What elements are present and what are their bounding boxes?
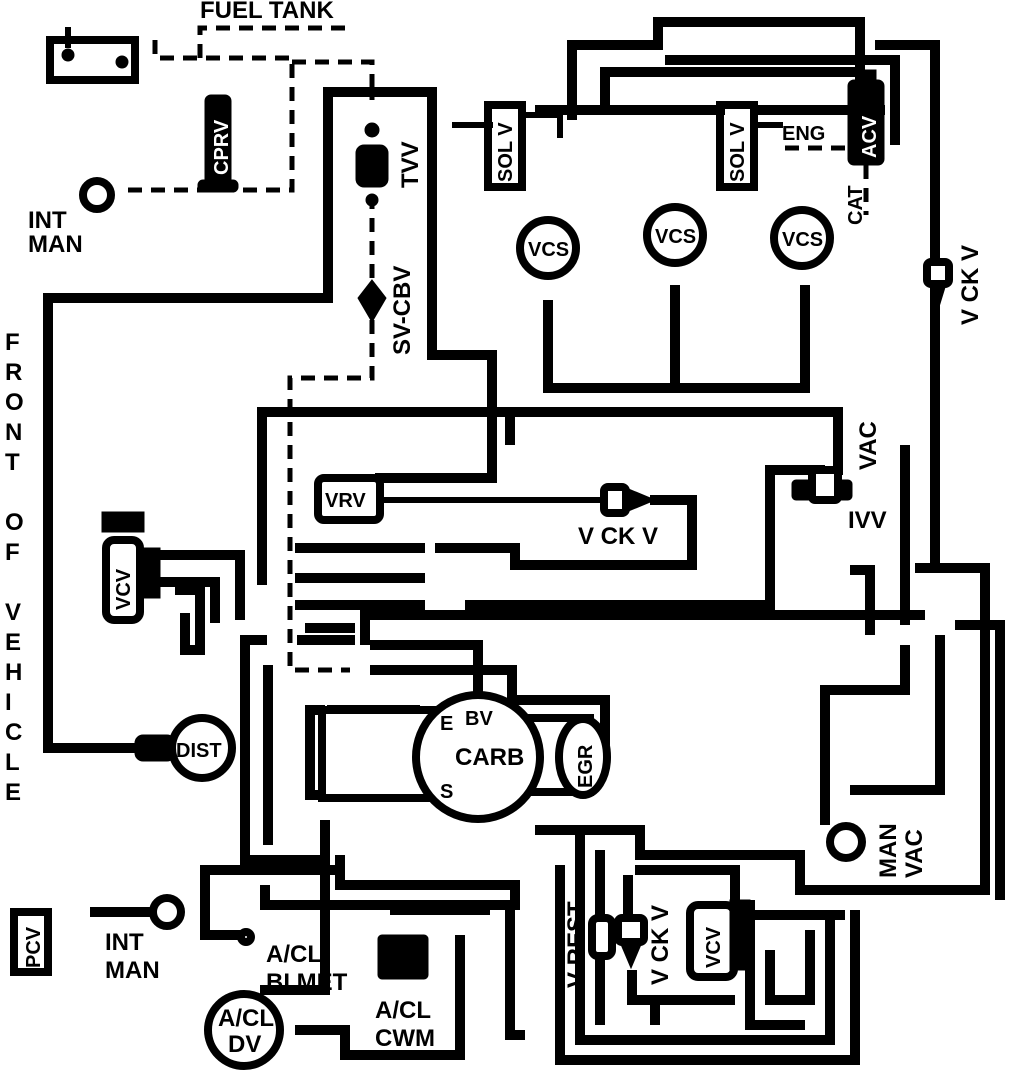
label-acl-bimet-1: A/CL bbox=[266, 941, 322, 968]
fuel-tank-bracket bbox=[46, 27, 139, 84]
label-vcs-3: VCS bbox=[782, 229, 823, 251]
distributor bbox=[134, 714, 236, 782]
label-v-ck-v-mid: V CK V bbox=[578, 523, 658, 550]
int-man-port-bottom bbox=[149, 894, 185, 930]
acl-cwm bbox=[377, 934, 429, 980]
label-ivv: IVV bbox=[848, 507, 887, 534]
svg-text:O: O bbox=[5, 509, 24, 536]
v-ck-v-right-valve bbox=[923, 258, 953, 312]
v-ck-v-bottom-valve bbox=[614, 914, 648, 970]
label-acl-dv-2: DV bbox=[228, 1031, 261, 1058]
pcv-valve bbox=[10, 908, 52, 976]
label-tvv: TVV bbox=[397, 141, 424, 188]
label-pcv: PCV bbox=[23, 926, 45, 968]
label-vcv-bottom: VCV bbox=[703, 926, 725, 968]
acl-bimet-sensor bbox=[237, 928, 255, 946]
svg-text:N: N bbox=[5, 419, 22, 446]
label-int-man-bottom-2: MAN bbox=[105, 957, 160, 984]
label-int-man-top-1: INT bbox=[28, 207, 67, 234]
vcs-sensor-1 bbox=[516, 216, 580, 280]
label-dist: DIST bbox=[176, 740, 222, 762]
vcs-sensor-3 bbox=[770, 206, 834, 270]
acl-dv bbox=[204, 990, 284, 1070]
label-man-vac-2: VAC bbox=[901, 829, 928, 878]
cprv-valve bbox=[197, 94, 239, 193]
label-carb: CARB bbox=[455, 744, 524, 771]
svg-text:T: T bbox=[5, 449, 20, 476]
label-sv-cbv: SV-CBV bbox=[389, 266, 416, 355]
label-v-ck-v-right: V CK V bbox=[957, 245, 984, 325]
int-man-port-top bbox=[79, 177, 115, 213]
label-int-man-bottom-1: INT bbox=[105, 929, 144, 956]
label-vcv-left: VCV bbox=[113, 568, 135, 610]
svg-text:F: F bbox=[5, 539, 20, 566]
egr-valve bbox=[555, 715, 611, 799]
svg-text:C: C bbox=[5, 719, 22, 746]
label-carb-s: S bbox=[440, 781, 453, 803]
v-ck-v-mid-valve bbox=[600, 483, 657, 517]
label-man-vac-1: MAN bbox=[875, 823, 902, 878]
label-acl-dv-1: A/CL bbox=[218, 1005, 274, 1032]
label-int-man-top-2: MAN bbox=[28, 231, 83, 258]
label-vrv: VRV bbox=[325, 490, 366, 512]
label-v-ck-v-bottom: V CK V bbox=[647, 905, 674, 985]
vcv-left-valve bbox=[101, 511, 161, 624]
svg-text:E: E bbox=[5, 629, 21, 656]
label-vcs-1: VCS bbox=[528, 239, 569, 261]
svg-text:E: E bbox=[5, 779, 21, 806]
tvv-valve bbox=[355, 122, 389, 207]
label-cat: CAT bbox=[845, 185, 867, 225]
svg-text:I: I bbox=[5, 689, 12, 716]
v-rest-valve bbox=[588, 914, 616, 960]
label-front-of-vehicle: F R O N T O F V E H I C L E bbox=[5, 329, 24, 806]
acv-valve bbox=[785, 69, 885, 215]
label-acv: ACV bbox=[859, 115, 881, 158]
label-v-rest: V REST bbox=[563, 901, 590, 988]
label-eng: ENG bbox=[782, 123, 825, 145]
svg-text:V: V bbox=[5, 599, 21, 626]
man-vac-port bbox=[826, 822, 866, 862]
sv-cbv-valve bbox=[357, 279, 387, 323]
label-vac: VAC bbox=[855, 421, 882, 470]
label-carb-bv: BV bbox=[465, 708, 493, 730]
svg-text:H: H bbox=[5, 659, 22, 686]
label-sol-v-left: SOL V bbox=[495, 122, 517, 182]
label-acl-bimet-2: BI MET bbox=[266, 969, 348, 996]
label-acl-cwm-1: A/CL bbox=[375, 997, 431, 1024]
label-sol-v-right: SOL V bbox=[727, 122, 749, 182]
ivv-valve bbox=[791, 466, 853, 504]
vrv-valve bbox=[314, 474, 384, 524]
sol-v-left bbox=[452, 101, 563, 191]
label-fuel-tank: FUEL TANK bbox=[200, 0, 334, 24]
svg-text:L: L bbox=[5, 749, 20, 776]
vcs-sensor-2 bbox=[643, 203, 707, 267]
svg-text:O: O bbox=[5, 389, 24, 416]
label-cprv: CPRV bbox=[211, 119, 233, 175]
label-vcs-2: VCS bbox=[655, 226, 696, 248]
label-acl-cwm-2: CWM bbox=[375, 1025, 435, 1052]
sol-v-right bbox=[697, 101, 783, 191]
svg-text:F: F bbox=[5, 329, 20, 356]
vcv-bottom-valve bbox=[686, 899, 751, 981]
label-egr: EGR bbox=[575, 744, 597, 788]
label-carb-e: E bbox=[440, 713, 453, 735]
svg-text:R: R bbox=[5, 359, 22, 386]
